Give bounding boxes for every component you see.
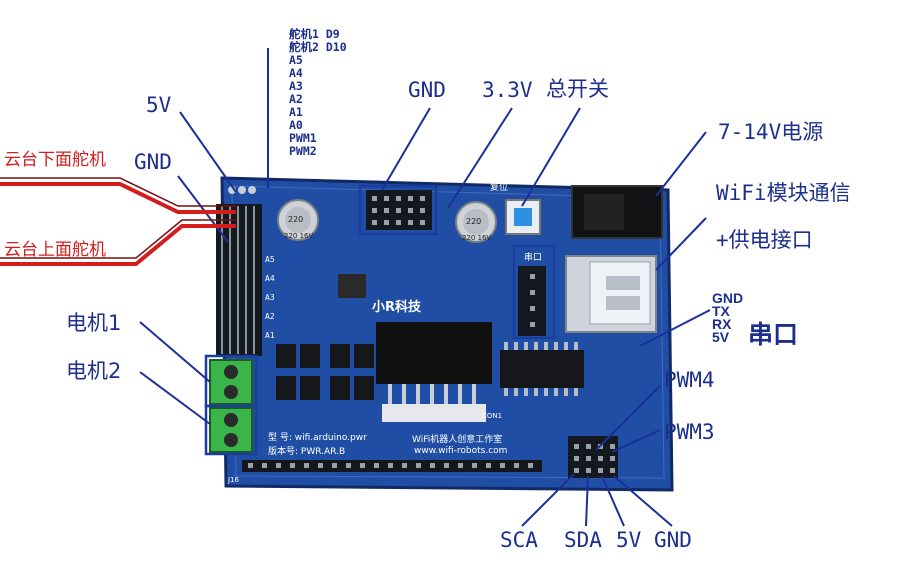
motor-driver-chip (376, 322, 492, 422)
v5-bottom-label: 5V (616, 528, 642, 552)
version-silkscreen: 版本号: PWR.AR.B (268, 447, 346, 457)
main-switch-label: 总开关 (546, 77, 609, 101)
pin-list-item: 舵机1 D9 (289, 27, 340, 41)
capacitors: 220 220 (277, 199, 497, 243)
serial-port-label: 串口 (748, 320, 799, 349)
pin-list-item: PWM1 (289, 131, 317, 145)
pin-list-item: 舵机2 D10 (289, 40, 347, 54)
reset-button (505, 199, 541, 235)
pin-list-item: A5 (289, 53, 303, 67)
gnd-left-label: GND (134, 150, 172, 174)
reset-silkscreen: 复位 (490, 183, 509, 193)
wifi-label-line1: WiFi模块通信 (716, 181, 851, 205)
pin-list: 舵机1 D9 舵机2 D10 A5 A4 A3 A2 A1 A0 PWM1 PW… (289, 28, 347, 158)
gnd-top-label: GND (408, 78, 446, 102)
svg-text:A3: A3 (265, 293, 275, 302)
usb-port (565, 255, 657, 333)
serial-pin: TX (712, 303, 730, 319)
motor-terminal-blocks (209, 359, 253, 453)
pin-list-item: A0 (289, 118, 303, 132)
sca-label: SCA (500, 528, 538, 552)
cap2-silkscreen: 220 16V (462, 234, 492, 242)
sda-label: SDA (564, 528, 602, 552)
diode-array (276, 344, 374, 400)
pin-list-item: PWM2 (289, 144, 317, 158)
model-silkscreen: 型 号: wifi.arduino.pwr (268, 433, 367, 443)
gnd-bottom-label: GND (654, 528, 692, 552)
bottom-pin-header (242, 460, 542, 472)
website-silkscreen: www.wifi-robots.com (414, 446, 508, 456)
motor2-label: 电机2 (66, 359, 122, 383)
svg-text:A5: A5 (265, 255, 275, 264)
highlight-boxes (204, 184, 556, 456)
serial-header (518, 266, 546, 336)
servo-lower-label: 云台下面舵机 (4, 150, 106, 170)
serial-silkscreen: 串口 (524, 253, 543, 263)
pwm-i2c-header (568, 436, 618, 478)
logic-chip (500, 342, 584, 396)
brand-silkscreen: 小R科技 (372, 300, 422, 315)
cap1-silkscreen: 220 16V (284, 232, 314, 240)
pin-list-item: A4 (289, 66, 303, 80)
svg-text:220: 220 (466, 217, 481, 226)
top-pin-header (366, 190, 432, 230)
pin-list-item: A2 (289, 92, 303, 106)
con1-silkscreen: CON1 (482, 412, 503, 420)
serial-pin-list: GND TX RX 5V (712, 290, 744, 345)
pwm4-label: PWM4 (664, 368, 715, 392)
serial-pin: GND (712, 290, 744, 306)
power-input-label: 7-14V电源 (718, 120, 824, 144)
servo-upper-label: 云台上面舵机 (4, 240, 106, 260)
svg-text:A4: A4 (265, 274, 275, 283)
wifi-label-line2: +供电接口 (716, 228, 813, 252)
v33-label: 3.3V (482, 78, 533, 102)
inductor (338, 274, 366, 298)
motor1-label: 电机1 (66, 311, 122, 335)
v5-left-label: 5V (146, 93, 172, 117)
pin-list-item: A1 (289, 105, 303, 119)
callout-lines (139, 48, 711, 527)
svg-text:220: 220 (288, 215, 303, 224)
dc-power-jack (571, 185, 663, 239)
servo-wires (0, 182, 236, 266)
svg-text:A1: A1 (265, 331, 275, 340)
pwm3-label: PWM3 (664, 420, 715, 444)
serial-pin: RX (712, 316, 732, 332)
serial-pin: 5V (712, 329, 730, 345)
pin-list-item: A3 (289, 79, 303, 93)
svg-text:A2: A2 (265, 312, 275, 321)
studio-silkscreen: WiFi机器人创意工作室 (412, 435, 503, 445)
j16-silkscreen: J16 (228, 476, 239, 484)
